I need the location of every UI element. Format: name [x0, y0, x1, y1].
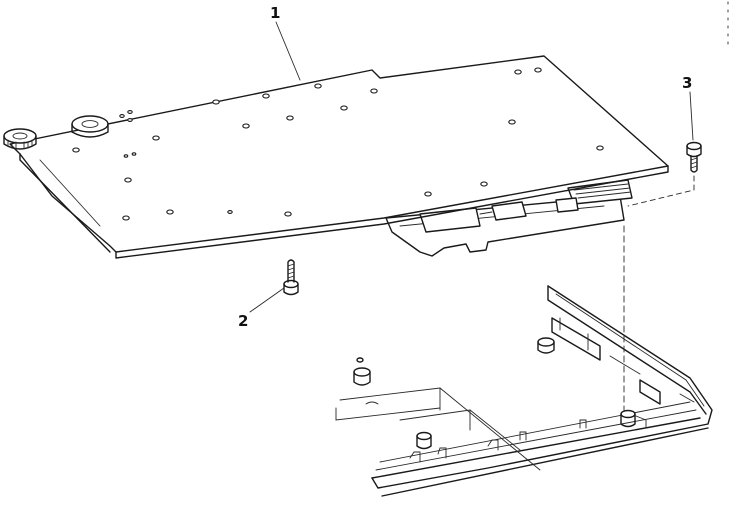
mounting-holes: [72, 67, 604, 221]
callout-3: 3: [682, 74, 692, 92]
leader-lines: [249, 21, 694, 313]
callout-2: 2: [238, 312, 248, 330]
thumbwheel-knob: [3, 128, 37, 150]
round-component: [71, 115, 109, 138]
base-housing: [335, 285, 713, 497]
screw-2: [283, 259, 299, 296]
screw-3: [686, 141, 702, 173]
circuit-board: [3, 55, 669, 259]
callout-1: 1: [270, 4, 280, 22]
assembly-lines: [623, 175, 695, 411]
